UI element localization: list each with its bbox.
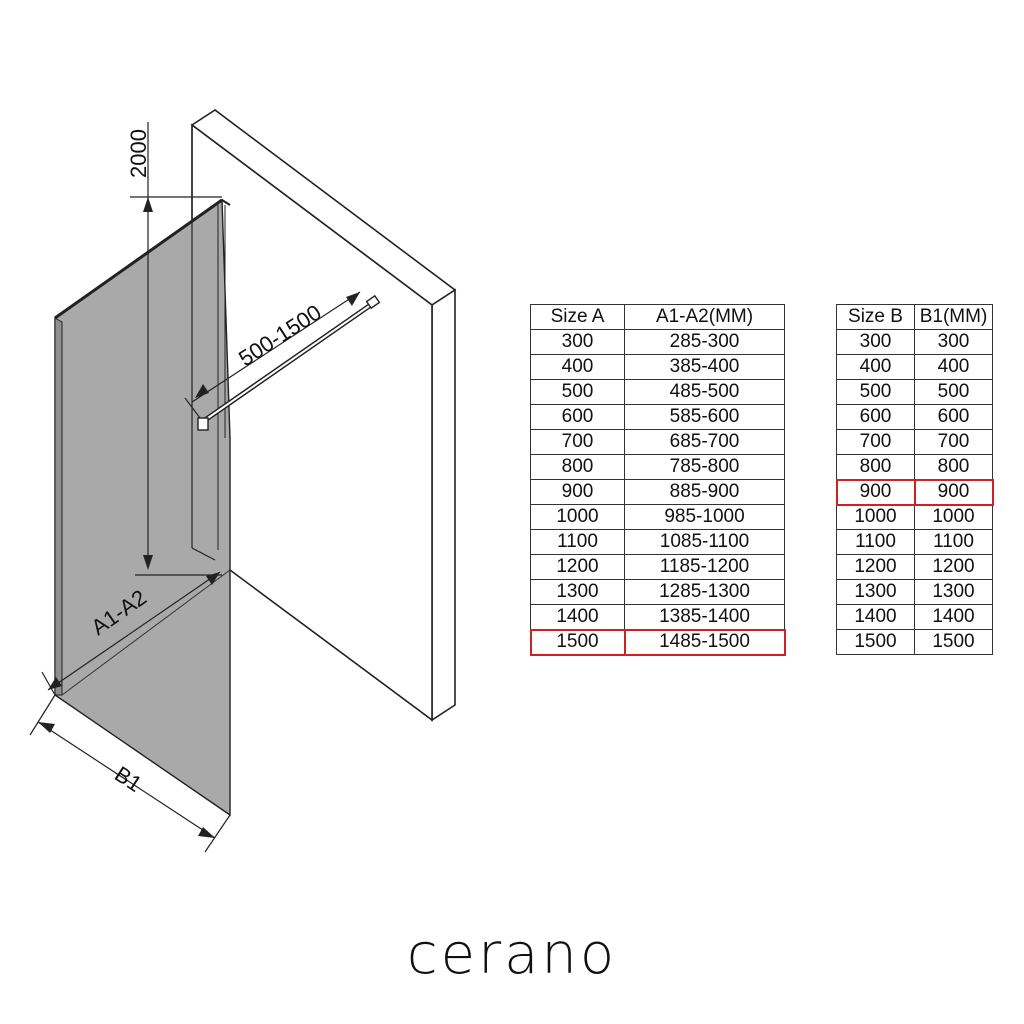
range-cell: 1300 — [914, 579, 993, 605]
size-cell: 300 — [836, 329, 915, 355]
size-cell: 1500 — [529, 628, 626, 656]
range-cell: 300 — [914, 329, 993, 355]
a1-a2-header: A1-A2(MM) — [624, 304, 785, 330]
range-cell: 700 — [914, 429, 993, 455]
glass-panel — [54, 198, 231, 817]
table-header-row: Size B B1(MM) — [836, 304, 993, 330]
range-cell: 1000 — [914, 504, 993, 530]
range-cell: 1485-1500 — [623, 628, 786, 656]
range-cell: 1200 — [914, 554, 993, 580]
size-cell: 1100 — [530, 529, 625, 555]
size-cell: 800 — [530, 454, 625, 480]
table-header-row: Size A A1-A2(MM) — [530, 304, 785, 330]
size-b-header: Size B — [836, 304, 915, 330]
size-cell: 600 — [530, 404, 625, 430]
brand-logo: cerano — [406, 922, 618, 987]
range-cell: 385-400 — [624, 354, 785, 380]
range-cell: 885-900 — [624, 479, 785, 505]
size-cell: 900 — [530, 479, 625, 505]
b-dimension — [29, 694, 231, 853]
b1-header: B1(MM) — [914, 304, 993, 330]
b-label: B1 — [110, 761, 146, 797]
range-cell: 900 — [913, 478, 994, 506]
size-cell: 1000 — [836, 504, 915, 530]
range-cell: 585-600 — [624, 404, 785, 430]
size-cell: 1000 — [530, 504, 625, 530]
range-cell: 400 — [914, 354, 993, 380]
range-cell: 1285-1300 — [624, 579, 785, 605]
range-cell: 1085-1100 — [624, 529, 785, 555]
size-cell: 400 — [530, 354, 625, 380]
range-cell: 685-700 — [624, 429, 785, 455]
size-cell: 1400 — [530, 604, 625, 630]
height-dimension — [130, 122, 222, 576]
size-cell: 1400 — [836, 604, 915, 630]
support-arm — [197, 294, 381, 431]
wall — [190, 109, 457, 722]
a-dimension — [41, 571, 221, 696]
range-cell: 500 — [914, 379, 993, 405]
size-cell: 500 — [836, 379, 915, 405]
size-cell: 900 — [835, 478, 916, 506]
range-cell: 985-1000 — [624, 504, 785, 530]
range-cell: 1185-1200 — [624, 554, 785, 580]
size-cell: 1300 — [530, 579, 625, 605]
size-cell: 1500 — [836, 629, 915, 655]
size-cell: 1200 — [836, 554, 915, 580]
range-cell: 600 — [914, 404, 993, 430]
size-cell: 400 — [836, 354, 915, 380]
range-cell: 1500 — [914, 629, 993, 655]
size-cell: 700 — [530, 429, 625, 455]
size-cell: 800 — [836, 454, 915, 480]
range-cell: 485-500 — [624, 379, 785, 405]
size-cell: 300 — [530, 329, 625, 355]
range-cell: 1100 — [914, 529, 993, 555]
size-a-header: Size A — [530, 304, 625, 330]
range-cell: 1400 — [914, 604, 993, 630]
range-cell: 1385-1400 — [624, 604, 785, 630]
range-cell: 785-800 — [624, 454, 785, 480]
arm-dimension — [184, 291, 361, 419]
size-cell: 700 — [836, 429, 915, 455]
size-cell: 1200 — [530, 554, 625, 580]
size-cell: 500 — [530, 379, 625, 405]
size-cell: 1300 — [836, 579, 915, 605]
size-cell: 1100 — [836, 529, 915, 555]
size-cell: 600 — [836, 404, 915, 430]
range-cell: 285-300 — [624, 329, 785, 355]
range-cell: 800 — [914, 454, 993, 480]
height-label: 2000 — [126, 129, 151, 178]
wall-profile — [191, 125, 216, 561]
